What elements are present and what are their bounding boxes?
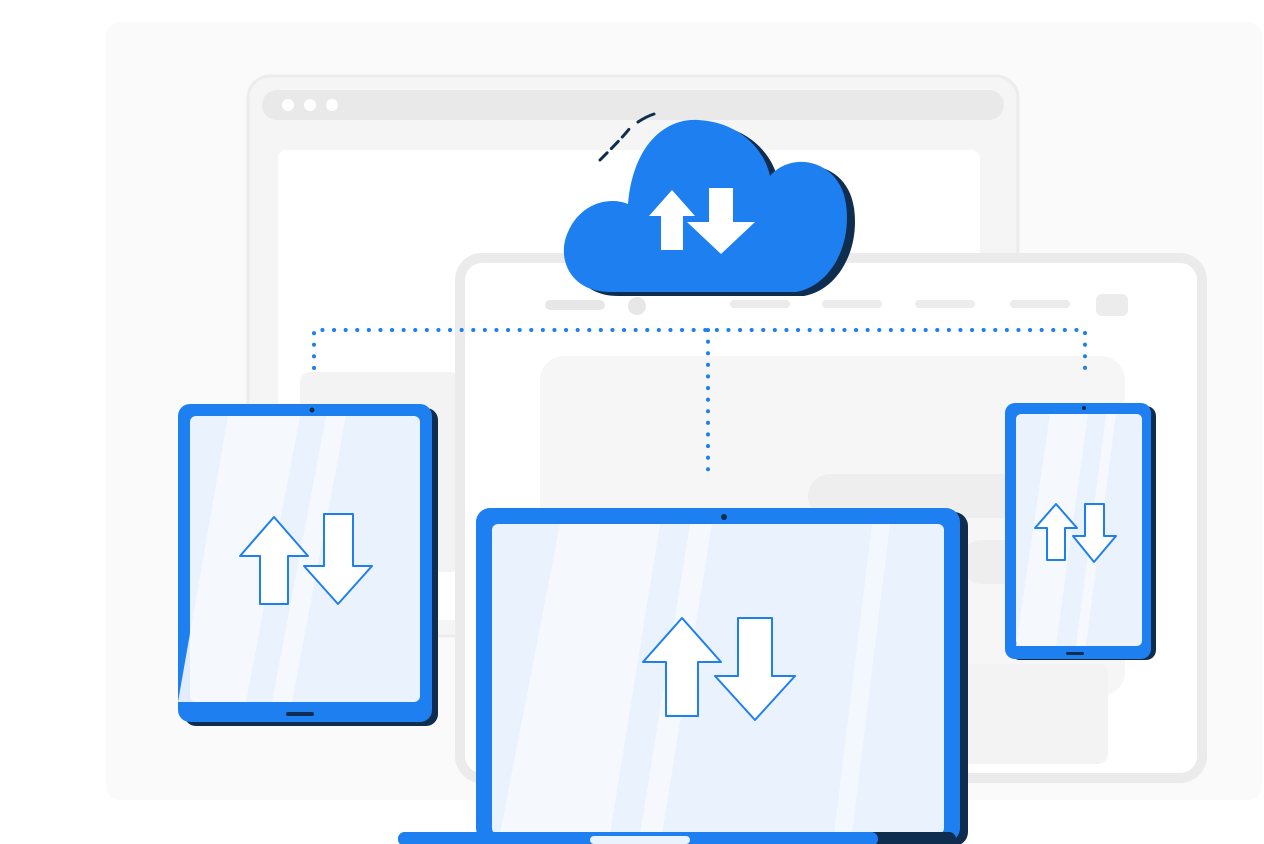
address-bar [262, 90, 1004, 120]
laptop-download-arrow [714, 617, 796, 721]
cloud-upload-arrow [649, 190, 695, 250]
phone-sync-icon [1005, 403, 1156, 660]
window-dot [326, 99, 338, 111]
cloud-sync-icon [563, 112, 855, 296]
phone-upload-arrow [1034, 503, 1078, 561]
nav-item [730, 300, 790, 308]
content-block [960, 664, 1108, 764]
dotted-connector-lines [312, 328, 1087, 480]
nav-item [822, 300, 882, 308]
window-dot [282, 99, 294, 111]
content-bar [808, 474, 1058, 518]
nav-item [545, 300, 605, 310]
phone-download-arrow [1072, 503, 1117, 563]
cloud-download-arrow [687, 188, 755, 254]
tablet-sync-icon [178, 404, 438, 726]
nav-item [1010, 300, 1070, 308]
nav-dot [628, 297, 646, 315]
tablet-upload-arrow [239, 516, 309, 605]
laptop-upload-arrow [642, 617, 722, 717]
nav-item [915, 300, 975, 308]
nav-button [1096, 294, 1128, 316]
window-dot [304, 99, 316, 111]
laptop-sync-icon [398, 508, 968, 844]
tablet-download-arrow [303, 513, 373, 605]
